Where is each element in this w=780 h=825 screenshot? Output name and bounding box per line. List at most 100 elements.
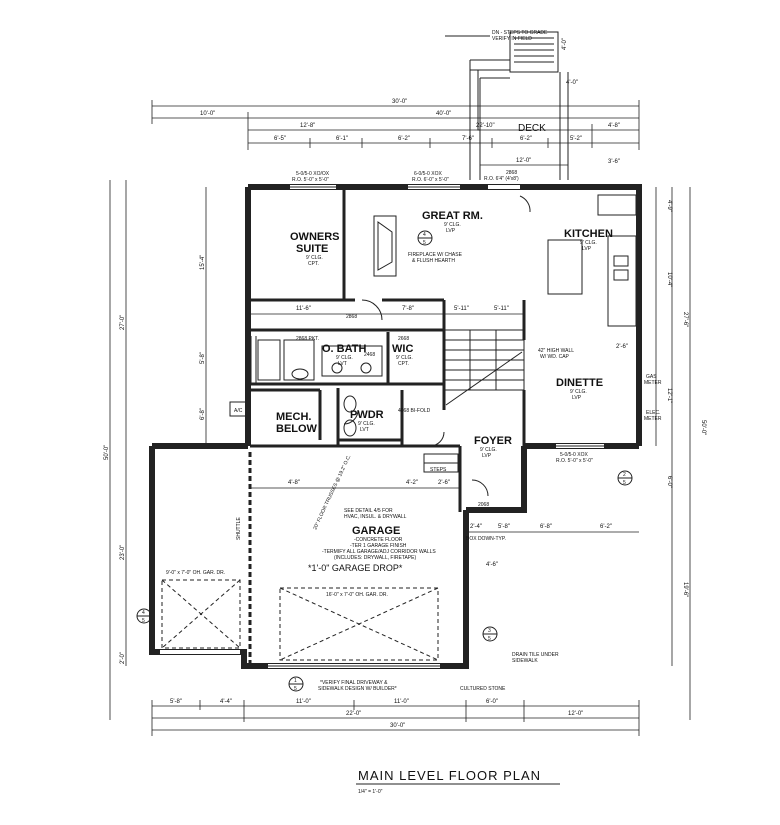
kitchen-label: KITCHEN xyxy=(564,228,613,240)
dim-right-19-6: 19'-6" xyxy=(682,582,688,597)
dinette-label: DINETTE xyxy=(556,377,603,389)
svg-text:4: 4 xyxy=(142,610,145,616)
great-room-label: GREAT RM. xyxy=(422,210,483,222)
window-left-ro: R.O. 5'-0" x 5'-0" xyxy=(292,177,329,183)
section-marker-2: 2 5 xyxy=(617,470,633,486)
door-top-ro: R.O. 6'4" (4'x8') xyxy=(484,176,519,182)
dim-row-a-2: 6'-1" xyxy=(336,136,348,142)
top-dimensions: 30'-0" 10'-0" 40'-0" 12'-8" 22'-10" 4'-8… xyxy=(151,99,640,166)
elec-meter-1: ELEC. xyxy=(646,410,660,416)
dim-int-11-6: 11'-6" xyxy=(296,306,311,312)
svg-text:4: 4 xyxy=(423,232,426,238)
section-marker-4: 3 5 xyxy=(482,626,498,642)
dim-right-50: 50'-0" xyxy=(700,420,706,435)
verify-driveway-2: SIDEWALK DESIGN W/ BUILDER* xyxy=(318,686,397,692)
kitchen-floor: LVP xyxy=(582,246,592,252)
svg-text:5: 5 xyxy=(423,240,426,246)
garage-door-small: 9'-0" x 7'-0" OH. GAR. DR. xyxy=(166,570,225,576)
kitchen-clg: 9' CLG. xyxy=(580,240,597,246)
interior-walls xyxy=(248,190,637,664)
garage-door-big: 16'-0" x 7'-0" OH. GAR. DR. xyxy=(326,592,388,598)
owners-suite-label-2: SUITE xyxy=(296,243,328,255)
dim-garage-4-8: 4'-8" xyxy=(288,480,300,486)
dim-int-7-8: 7'-8" xyxy=(402,306,414,312)
gas-meter-1: GAS xyxy=(646,374,657,380)
svg-text:5: 5 xyxy=(488,636,491,642)
right-dimensions: 50'-0" 27'-6" 10'-4" 12'-1" 19'-6" 4'-9"… xyxy=(655,187,706,720)
dim-top-40: 40'-0" xyxy=(436,111,451,117)
dim-top-12-8: 12'-8" xyxy=(300,123,315,129)
garage-note-4: (INCLUDES: DRYWALL, FIRETAPE) xyxy=(334,555,416,561)
steps-note: STEPS xyxy=(430,467,447,473)
dim-top-overall: 30'-0" xyxy=(392,99,407,105)
door-2868-pkt: 2868 PKT. xyxy=(296,336,319,342)
owners-suite-clg: 9' CLG. xyxy=(306,255,323,261)
deck-label: DECK xyxy=(518,123,546,134)
wic-label: WIC xyxy=(392,343,413,355)
dim-top-10: 10'-0" xyxy=(200,111,215,117)
door-top-tag: 2868 xyxy=(506,170,517,176)
window-left-tag: 5-0/5-0 XO/OX xyxy=(296,171,330,177)
dim-right-4-9: 4'-9" xyxy=(666,200,672,212)
garage-label: GARAGE xyxy=(352,525,400,537)
foyer-label: FOYER xyxy=(474,435,512,447)
door-2668: 2668 xyxy=(398,336,409,342)
dim-row-a-3: 6'-2" xyxy=(398,136,410,142)
window-dinette-tag: 5-0/5-0 XOX xyxy=(560,452,588,458)
dim-row-a-5: 6'-2" xyxy=(520,136,532,142)
room-labels: OWNERS SUITE 9' CLG. CPT. GREAT RM. 9' C… xyxy=(166,210,613,598)
window-mid-ro: R.O. 6'-0" x 5'-0" xyxy=(412,177,449,183)
mech-label-1: MECH. xyxy=(276,411,311,423)
see-detail-1: SEE DETAIL 4/5 FOR xyxy=(344,508,393,514)
pwdr-clg: 9' CLG. xyxy=(358,421,375,427)
svg-text:5: 5 xyxy=(142,618,145,624)
dim-left-15-4: 15'-4" xyxy=(200,255,206,270)
dim-left-2: 2'-0" xyxy=(120,652,126,664)
dim-bottom-2: 4'-4" xyxy=(220,699,232,705)
dim-top-22-10: 22'-10" xyxy=(476,123,495,129)
misc-notes: BOX DOWN-TYP. STEPS DRAIN TILE UNDER SID… xyxy=(234,314,662,692)
dim-bottom-6: 12'-0" xyxy=(568,711,583,717)
dim-right-27: 27'-6" xyxy=(682,312,688,327)
dim-right-2-6: 2'-6" xyxy=(616,344,628,350)
top-wall-tags: 5-0/5-0 XO/OX R.O. 5'-0" x 5'-0" 6-0/5-0… xyxy=(292,170,519,183)
dim-bottom-5: 6'-0" xyxy=(486,699,498,705)
high-wall-note-2: W/ WD. CAP xyxy=(540,354,570,360)
o-bath-floor: LVT xyxy=(338,361,347,367)
wic-floor: CPT. xyxy=(398,361,409,367)
drain-tile-note-2: SIDEWALK xyxy=(512,658,538,664)
elec-meter-2: METER xyxy=(644,416,662,422)
section-marker-5: 4 5 xyxy=(136,608,152,624)
door-2868: 2868 xyxy=(346,314,357,320)
dim-foyer-6-2: 6'-2" xyxy=(600,524,612,530)
drawing-title-block: MAIN LEVEL FLOOR PLAN 1/4" = 1'-0" xyxy=(356,768,560,795)
stairs-dim-2: 4'-0" xyxy=(566,80,578,86)
fireplace-note-1: FIREPLACE W/ CHASE xyxy=(408,252,463,258)
wic-clg: 9' CLG. xyxy=(396,355,413,361)
svg-text:2: 2 xyxy=(623,472,626,478)
high-wall-note-1: 42" HIGH WALL xyxy=(538,348,574,354)
deck-stairs: DN - STEPS TO GRADE VERIFY IN FIELD 4'-0… xyxy=(445,30,578,180)
foyer-floor: LVP xyxy=(482,453,492,459)
great-room-floor: LVP xyxy=(446,228,456,234)
dim-left-6-8: 6'-8" xyxy=(200,408,206,420)
dim-left-5-8: 5'-8" xyxy=(200,352,206,364)
dim-foyer-6-8: 6'-8" xyxy=(540,524,552,530)
section-marker-1: 4 5 xyxy=(417,230,433,246)
svg-text:5: 5 xyxy=(623,480,626,486)
dinette-clg: 9' CLG. xyxy=(570,389,587,395)
dim-left-50: 50'-0" xyxy=(104,445,110,460)
dim-row-a-6: 5'-2" xyxy=(570,136,582,142)
dim-bottom-30: 30'-0" xyxy=(390,723,405,729)
dim-left-27: 27'-0" xyxy=(120,315,126,330)
drain-tile-note-1: DRAIN TILE UNDER xyxy=(512,652,559,658)
owners-suite-label-1: OWNERS xyxy=(290,231,340,243)
great-room-clg: 9' CLG. xyxy=(444,222,461,228)
door-2068: 2068 xyxy=(478,502,489,508)
pwdr-floor: LVT xyxy=(360,427,369,433)
dim-bottom-4: 11'-0" xyxy=(394,699,409,705)
pwdr-label: PWDR xyxy=(350,409,384,421)
drawing-scale: 1/4" = 1'-0" xyxy=(358,789,383,795)
cultured-stone-note: CULTURED STONE xyxy=(460,686,506,692)
